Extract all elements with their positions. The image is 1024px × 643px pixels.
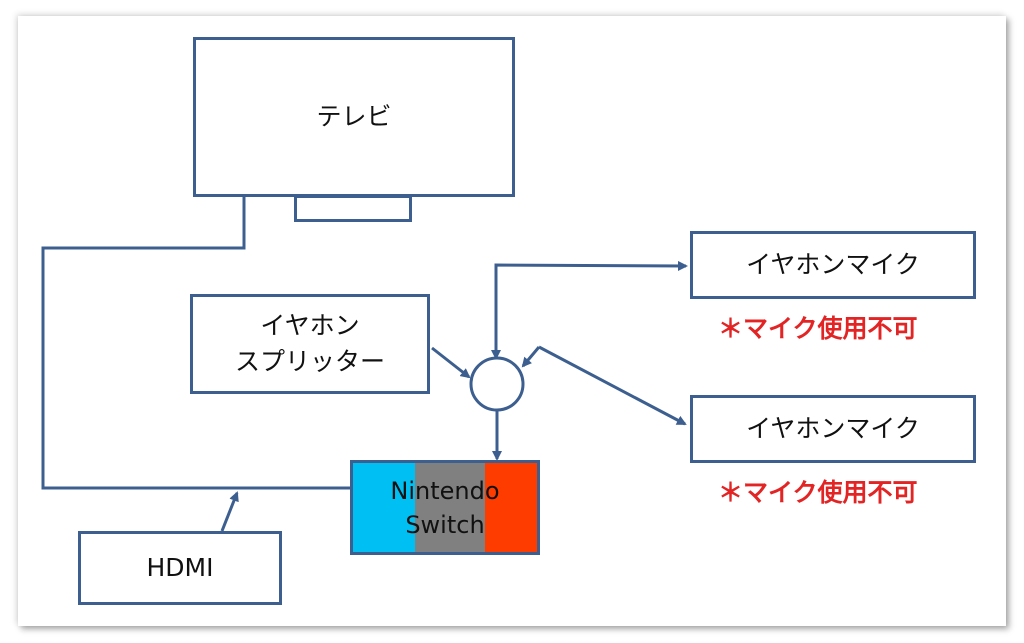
mic1-label: イヤホンマイク <box>746 250 920 279</box>
mic2-link <box>538 345 687 426</box>
switch-label-line1: Nintendo <box>390 476 500 505</box>
hdmi-node: HDMI <box>78 531 282 605</box>
earphone-mic-node-2: イヤホンマイク <box>690 395 976 463</box>
switch-screen <box>415 463 485 552</box>
tv-stand <box>294 195 412 222</box>
splitter-to-junction-arrow <box>431 346 471 379</box>
hdmi-arrow <box>220 491 239 532</box>
earphone-splitter-node: イヤホン スプリッター <box>190 294 430 394</box>
mic2-to-junction-arrow <box>521 346 541 368</box>
tv-switch-cable <box>41 197 350 490</box>
mic2-label: イヤホンマイク <box>746 414 920 443</box>
mic1-note: ＊マイク使用不可 <box>718 314 918 343</box>
nintendo-switch-node: Nintendo Switch <box>350 460 540 555</box>
mic2-note: ＊マイク使用不可 <box>718 478 918 507</box>
hdmi-label: HDMI <box>146 553 214 582</box>
mic1-link <box>494 260 688 355</box>
splitter-label-line2: スプリッター <box>234 347 385 376</box>
switch-left-joycon <box>353 463 415 552</box>
earphone-mic-node-1: イヤホンマイク <box>690 231 976 299</box>
splitter-label-line1: イヤホン <box>260 311 360 340</box>
tv-label: テレビ <box>316 102 392 131</box>
junction-node <box>469 356 525 412</box>
switch-label: Nintendo Switch <box>353 463 537 552</box>
tv-node: テレビ <box>193 37 515 197</box>
switch-right-joycon <box>485 463 537 552</box>
switch-label-line2: Switch <box>405 510 485 539</box>
